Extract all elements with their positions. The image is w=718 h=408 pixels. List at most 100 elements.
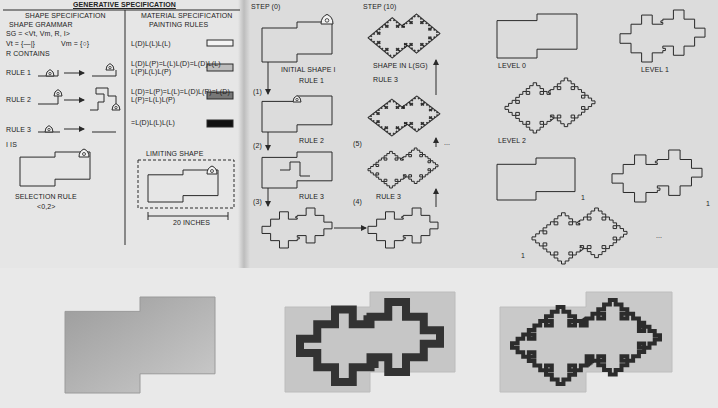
language-label: SHAPE IN L(SG) — [372, 62, 429, 70]
marker-symbol — [207, 166, 217, 174]
marker-symbol — [321, 14, 333, 24]
left-page — [0, 0, 243, 268]
rule-name: RULE 2 — [298, 137, 325, 145]
limiting-box — [138, 160, 234, 208]
painting-rule: L(D)=L(P)=L(L)=L(D)L(P)=L(D) L(P)=L(L)L(… — [130, 88, 206, 104]
section-heading: MATERIAL SPECIFICATION — [140, 12, 234, 20]
rule-arrow — [64, 73, 84, 74]
header-rule — [3, 10, 240, 11]
dimension-tick — [148, 212, 149, 220]
level-label: LEVEL 1 — [640, 66, 670, 74]
material-swatch — [207, 92, 233, 99]
step-shape — [368, 148, 438, 188]
rule-arrow — [334, 228, 366, 229]
step-number: (5) — [352, 140, 363, 148]
rule-name: RULE 3 — [372, 76, 399, 84]
marker-symbol — [45, 126, 53, 132]
level-shape — [532, 208, 627, 264]
rule-arrow — [268, 188, 269, 206]
step-shape — [262, 152, 332, 188]
selection-heading: SELECTION RULE — [14, 193, 78, 201]
spec-title: GENERATIVE SPECIFICATION — [72, 1, 177, 9]
callout-number: 1 — [520, 252, 526, 260]
rule-name: RULE 3 — [375, 193, 402, 201]
level-label: LEVEL 0 — [497, 62, 527, 70]
marker-dot — [49, 72, 51, 74]
rule-shape — [38, 70, 58, 76]
marker-dot — [109, 66, 111, 68]
rule-name: RULE 2 — [5, 96, 32, 104]
material-swatch — [207, 64, 233, 71]
step-number: (2) — [252, 142, 263, 150]
level-shape — [505, 78, 595, 133]
grammar-heading: SHAPE GRAMMAR — [8, 21, 74, 29]
rule-shape — [92, 70, 116, 76]
step-label: STEP (10) — [362, 3, 397, 11]
step-number: (4) — [352, 198, 363, 206]
marker-symbol — [106, 64, 114, 70]
photo-pattern — [512, 300, 660, 384]
marker-dot — [325, 19, 329, 23]
book-spine — [238, 0, 250, 268]
photo-pattern — [300, 302, 440, 382]
limiting-shape — [148, 170, 218, 202]
marker-dot — [211, 170, 214, 173]
section-heading: SHAPE SPECIFICATION — [24, 12, 107, 20]
rule-name: RULE 1 — [298, 77, 325, 85]
dimension-line — [148, 216, 228, 217]
level-shape — [612, 150, 702, 202]
marker-dot — [48, 128, 50, 130]
rule-arrow — [64, 100, 84, 101]
painting-rule: L(D)L(P)=L(L)L(D)=L(D)L(L) L(P)L(L)L(P) — [130, 60, 206, 76]
selection-value: <0,2> — [36, 203, 56, 211]
step-number: (3) — [252, 198, 263, 206]
rule-shape — [38, 96, 58, 104]
step-shape — [368, 208, 438, 248]
vocabulary-set: Vm = {○} — [60, 40, 90, 48]
rule-name: RULE 3 — [5, 126, 32, 134]
ellipsis: ... — [443, 139, 451, 147]
rule-arrow — [64, 129, 84, 130]
step-detail — [280, 162, 310, 176]
marker-dot — [115, 106, 117, 108]
level-shape — [497, 158, 575, 200]
photo-silhouette — [65, 297, 215, 393]
marker-dot — [296, 98, 298, 100]
rule-shape — [92, 132, 116, 133]
callout-number: 1 — [580, 194, 586, 202]
painting-heading: PAINTING RULES — [148, 21, 209, 29]
callout-number: 1 — [705, 200, 711, 208]
level-shape — [497, 14, 577, 58]
ellipsis: ... — [655, 232, 663, 240]
material-swatch — [207, 120, 233, 127]
photo-silhouette — [500, 292, 672, 392]
final-shape — [368, 14, 440, 58]
level-label: LEVEL 2 — [497, 137, 527, 145]
initial-label: INITIAL SHAPE I — [280, 66, 337, 74]
rule-heading: R CONTAINS — [5, 50, 51, 58]
marker-symbol — [54, 90, 62, 96]
scan-ground — [0, 0, 718, 268]
marker-dot — [57, 92, 59, 94]
rule-arrow — [268, 62, 269, 94]
column-divider — [125, 10, 126, 245]
step-shape — [368, 96, 440, 136]
step-shape — [262, 22, 332, 62]
material-swatch — [207, 40, 233, 46]
rule-name: RULE 1 — [5, 69, 32, 77]
step-number: (1) — [252, 88, 263, 96]
step-shape — [262, 96, 332, 132]
marker-symbol — [79, 149, 89, 157]
rule-arrow — [268, 132, 269, 150]
vocabulary-set: Vt = {—|} — [5, 40, 36, 48]
rule-arrow — [436, 60, 437, 95]
level-shape — [620, 10, 705, 62]
painting-rule: L(D)L(L)L(L) — [130, 40, 172, 48]
dimension-label: 20 INCHES — [172, 219, 211, 227]
marker-symbol — [293, 96, 301, 102]
marker-symbol — [112, 104, 120, 110]
limiting-heading: LIMITING SHAPE — [145, 150, 204, 158]
initial-heading: I IS — [5, 141, 18, 149]
grammar-formula: SG = <Vt, Vm, R, I> — [5, 30, 71, 38]
photo-silhouette — [285, 292, 455, 392]
